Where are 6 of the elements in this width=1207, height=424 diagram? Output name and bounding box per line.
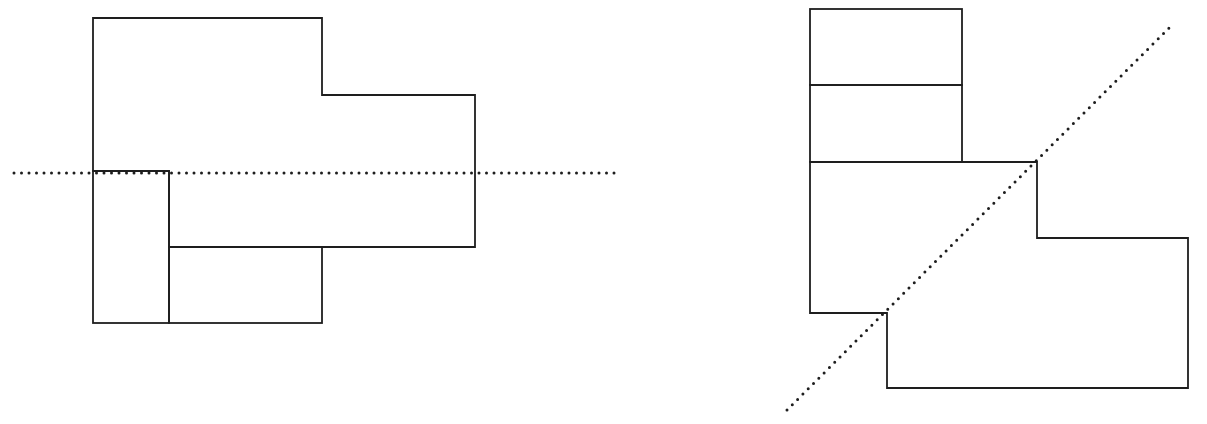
rectangle: [809, 84, 963, 163]
stepped-polygon: [92, 17, 476, 248]
rectangle: [92, 170, 170, 324]
rectangle: [809, 8, 963, 86]
stepped-polygon: [809, 161, 1189, 389]
rectangle: [168, 246, 323, 324]
